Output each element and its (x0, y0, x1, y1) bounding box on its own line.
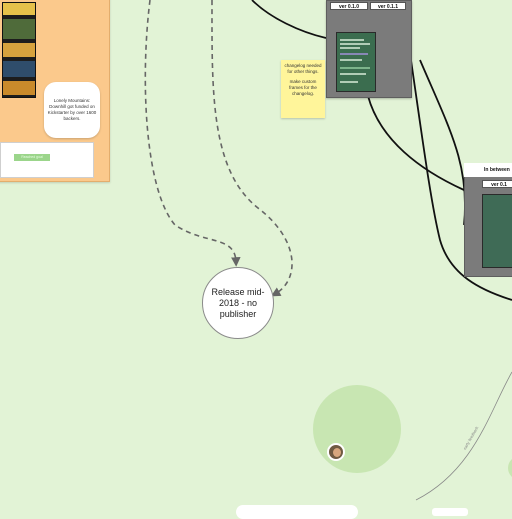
bottom-node-small[interactable] (432, 508, 468, 516)
release-node[interactable]: Release mid-2018 - no publisher (202, 267, 274, 339)
thin-connector-bottom (415, 371, 512, 501)
dashed-connector-right (211, 0, 293, 297)
avatar[interactable] (327, 443, 345, 461)
game-poster-image (2, 2, 36, 98)
release-text: Release mid-2018 - no publisher (211, 286, 265, 319)
in-between-title: In between (464, 163, 512, 177)
changelog-screenshot (336, 32, 376, 92)
bottom-node[interactable] (236, 505, 358, 519)
version-tab-2[interactable]: ver 0.1.1 (370, 2, 406, 10)
in-between-screenshot (482, 194, 512, 268)
solid-connector-panel-3 (419, 59, 466, 226)
version-tab-1[interactable]: ver 0.1.0 (330, 2, 368, 10)
funded-note[interactable]: Lonely Mountains: Downhill got funded on… (44, 82, 100, 138)
dashed-connector-left (144, 0, 241, 267)
in-between-version-tab[interactable]: ver 0.1 (482, 180, 512, 188)
sticky-note[interactable]: changelog needed for other things. make … (281, 60, 325, 118)
funded-note-text: Lonely Mountains: Downhill got funded on… (47, 98, 97, 121)
partial-circle-node[interactable] (508, 456, 512, 480)
sticky-line-2: make custom frames for the changelog. (289, 79, 317, 96)
green-circle-node[interactable] (313, 385, 401, 473)
solid-connector-panel-1 (367, 95, 465, 191)
sticky-line-1: changelog needed for other things. (284, 63, 322, 74)
solid-connector-top (251, 0, 327, 39)
solid-connector-panel-2 (407, 39, 512, 301)
funding-goal-bar: Reached goal (14, 154, 50, 161)
